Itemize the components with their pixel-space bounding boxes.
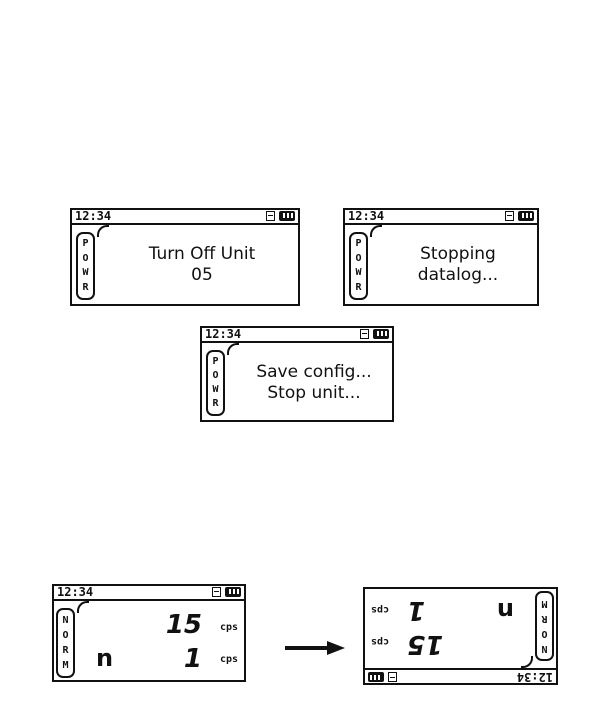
reading-unit-1: cps <box>371 636 389 647</box>
status-bar: 12:34 <box>54 586 244 601</box>
screen-norm-readout: 12:34 N O R M 15 cps n 1 cps <box>52 584 246 682</box>
mode-letter: O <box>82 254 88 264</box>
floppy-disk-icon <box>388 672 397 682</box>
reading-label-2: n <box>497 597 514 625</box>
reading-value-1: 15 <box>166 610 202 640</box>
clock: 12:34 <box>348 209 384 223</box>
clock: 12:34 <box>57 585 93 599</box>
clock: 12:34 <box>517 670 553 684</box>
mode-letter: P <box>212 357 218 367</box>
panel-corner <box>370 225 382 237</box>
message-line-1: Turn Off Unit <box>108 244 296 265</box>
floppy-disk-icon <box>212 587 221 597</box>
mode-letter: R <box>212 399 218 409</box>
battery-icon <box>279 211 295 221</box>
mode-letter: P <box>355 239 361 249</box>
clock: 12:34 <box>205 327 241 341</box>
battery-icon <box>518 211 534 221</box>
reading-label-2: n <box>96 644 113 672</box>
mode-letter: O <box>62 631 68 641</box>
mode-letter: M <box>541 599 547 609</box>
battery-icon <box>373 329 389 339</box>
mode-letter: N <box>62 616 68 626</box>
arrow-right-icon <box>285 641 345 655</box>
screen-norm-readout-flipped: 12:34 N O R M 15 cps n 1 cps <box>363 587 558 685</box>
panel-corner <box>77 601 89 613</box>
battery-icon <box>368 672 384 682</box>
mode-letter: R <box>541 614 547 624</box>
panel-corner <box>227 343 239 355</box>
clock: 12:34 <box>75 209 111 223</box>
mode-tag-powr: P O W R <box>206 350 225 416</box>
mode-letter: R <box>62 646 68 656</box>
screen-save-config: 12:34 P O W R Save config... Stop unit..… <box>200 326 394 422</box>
floppy-disk-icon <box>266 211 275 221</box>
floppy-disk-icon <box>360 329 369 339</box>
mode-letter: P <box>82 239 88 249</box>
message: Turn Off Unit 05 <box>108 244 296 286</box>
mode-tag-norm: N O R M <box>56 608 75 678</box>
mode-letter: W <box>82 268 88 278</box>
mode-tag-norm: N O R M <box>535 591 554 661</box>
mode-tag-powr: P O W R <box>76 232 95 300</box>
reading-value-2: 1 <box>184 644 202 674</box>
reading-unit-2: cps <box>371 604 389 615</box>
message-line-2: Stop unit... <box>238 383 390 404</box>
battery-icon <box>225 587 241 597</box>
mode-letter: O <box>212 371 218 381</box>
floppy-disk-icon <box>505 211 514 221</box>
panel-corner <box>97 225 109 237</box>
reading-value-2: 1 <box>407 595 425 625</box>
mode-letter: N <box>541 644 547 654</box>
mode-letter: W <box>212 385 218 395</box>
message: Stopping datalog... <box>381 244 535 286</box>
message-line-2: 05 <box>108 265 296 286</box>
screen-stopping-datalog: 12:34 P O W R Stopping datalog... <box>343 208 539 306</box>
message-line-2: datalog... <box>381 265 535 286</box>
mode-letter: O <box>541 629 547 639</box>
reading-unit-2: cps <box>220 654 238 665</box>
reading-unit-1: cps <box>220 622 238 633</box>
mode-letter: R <box>82 283 88 293</box>
message: Save config... Stop unit... <box>238 362 390 404</box>
mode-letter: M <box>62 661 68 671</box>
screen-turn-off-unit: 12:34 P O W R Turn Off Unit 05 <box>70 208 300 306</box>
status-bar: 12:34 <box>72 210 298 225</box>
mode-letter: W <box>355 268 361 278</box>
message-line-1: Save config... <box>238 362 390 383</box>
message-line-1: Stopping <box>381 244 535 265</box>
reading-value-1: 15 <box>407 629 443 659</box>
panel-corner <box>521 656 533 668</box>
mode-tag-powr: P O W R <box>349 232 368 300</box>
status-bar: 12:34 <box>365 668 556 683</box>
mode-letter: O <box>355 254 361 264</box>
status-bar: 12:34 <box>345 210 537 225</box>
mode-letter: R <box>355 283 361 293</box>
status-bar: 12:34 <box>202 328 392 343</box>
